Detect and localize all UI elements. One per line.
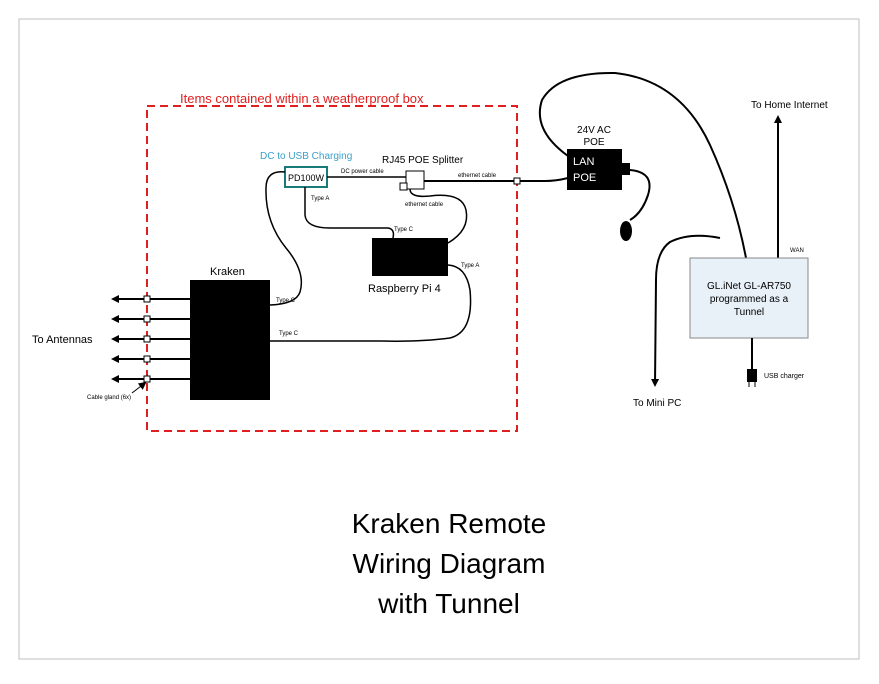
to-home-internet-label: To Home Internet [751,100,828,111]
router-box [689,257,809,339]
rj45-splitter-label: RJ45 POE Splitter [382,155,464,166]
ethernet-cable-label-2: ethernet cable [405,202,444,208]
poe-poe-label: POE [573,172,596,184]
cable-gland [143,295,151,303]
usb-charger [747,369,757,382]
type-a-label-2: Type A [461,263,479,269]
lan-cable-router [538,71,747,259]
ethernet-cable-poe [424,177,569,182]
title-line1: Kraken Remote [352,508,547,539]
poe-title-line2: POE [583,137,604,148]
usb-charger-label: USB charger [764,373,805,380]
cable-gland [143,335,151,343]
type-c-label-1: Type C [394,227,414,233]
wan-label: WAN [790,248,804,254]
to-antennas-label: To Antennas [32,334,93,346]
router-label-line2: programmed as a [710,294,789,305]
dc-usb-charging-label: DC to USB Charging [260,151,352,162]
kraken-box [190,280,270,400]
router-label-line1: GL.iNet GL-AR750 [707,281,791,292]
poe-lan-label: LAN [573,156,594,168]
raspberry-pi-box [372,238,448,276]
kraken-label: Kraken [210,266,245,278]
cable-pi-kraken [270,264,472,342]
ethernet-cable-pi [409,188,468,244]
pd100w-label: PD100W [288,173,325,183]
page-frame [18,18,860,660]
type-c-label-2: Type C [276,298,296,304]
weatherproof-label: Items contained within a weatherproof bo… [180,91,424,106]
cable-gland [143,375,151,383]
router-label-line3: Tunnel [734,307,764,318]
to-mini-pc-label: To Mini PC [633,398,681,409]
title-line3: with Tunnel [377,588,520,619]
title-line2: Wiring Diagram [353,548,546,579]
poe-plug-stub [622,163,630,175]
cable-gland-pointer [131,381,147,394]
mini-pc-cable [651,234,721,387]
cable-pd100w-kraken [265,171,303,306]
dc-power-cable-label: DC power cable [341,169,384,175]
splitter-port [399,182,408,191]
ethernet-cable-label-1: ethernet cable [458,173,497,179]
type-c-label-3: Type C [279,331,299,337]
rj45-splitter-box [405,170,425,190]
raspberry-pi-label: Raspberry Pi 4 [368,283,441,295]
cable-gland [143,315,151,323]
poe-injector [567,149,622,190]
poe-title-line1: 24V AC [577,125,611,136]
cable-gland-label: Cable gland (6x) [87,395,131,401]
type-a-label-1: Type A [311,196,329,202]
cable-pd100w-pi [304,187,395,239]
power-plug [620,221,632,241]
weatherproof-box [146,105,518,432]
poe-power-cord [629,169,651,221]
antenna-cables [111,295,190,383]
cable-gland-ethernet [513,177,521,185]
cable-gland [143,355,151,363]
